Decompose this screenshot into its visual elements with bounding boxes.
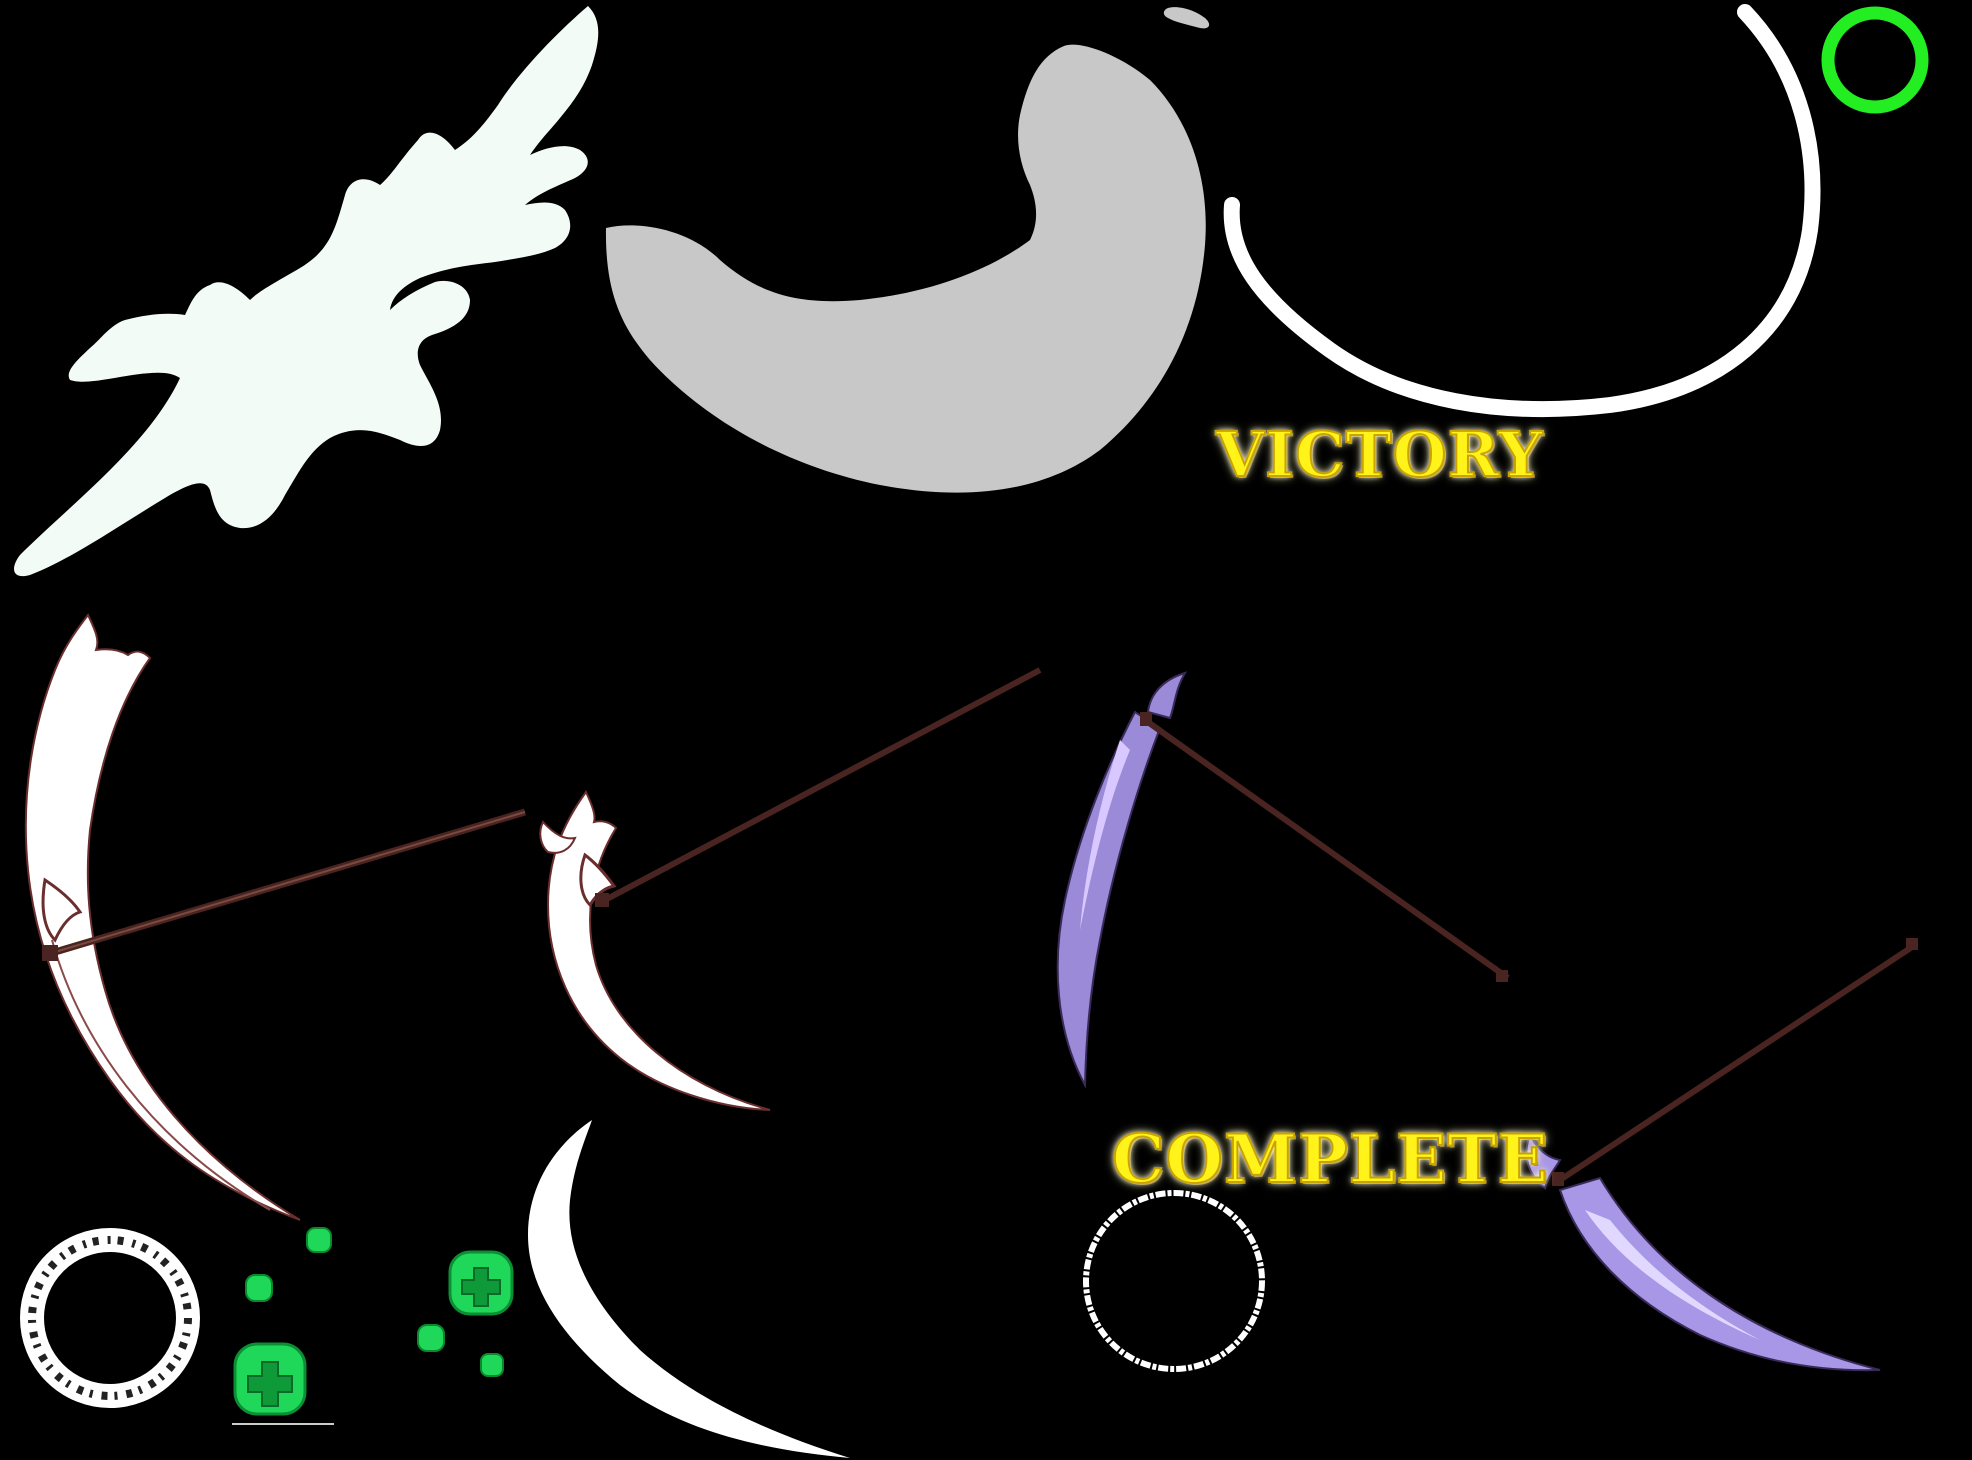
green-ring-sprite xyxy=(1821,6,1929,114)
purple-scythe-upright-sprite xyxy=(1056,671,1510,1089)
white-scythe-medium-sprite xyxy=(539,667,1042,1111)
white-slash-sprite xyxy=(528,1120,850,1458)
purple-scythe-lowered-sprite xyxy=(1525,938,1918,1372)
gray-crescent-sprite xyxy=(605,7,1210,493)
dark-rune-ring-sprite xyxy=(20,1228,200,1408)
green-gem-sprites xyxy=(245,1227,504,1377)
white-scythe-large-sprite xyxy=(24,613,526,1221)
white-arc-ring-sprite xyxy=(1223,4,1821,418)
green-heal-cross-icon xyxy=(233,1342,307,1416)
black-white-ring-sprite xyxy=(1083,1190,1265,1372)
complete-label: COMPLETE xyxy=(1111,1119,1549,1199)
victory-label: VICTORY xyxy=(1215,417,1544,492)
white-splash-sprite xyxy=(14,6,599,577)
green-heal-cross-icon xyxy=(448,1250,514,1316)
